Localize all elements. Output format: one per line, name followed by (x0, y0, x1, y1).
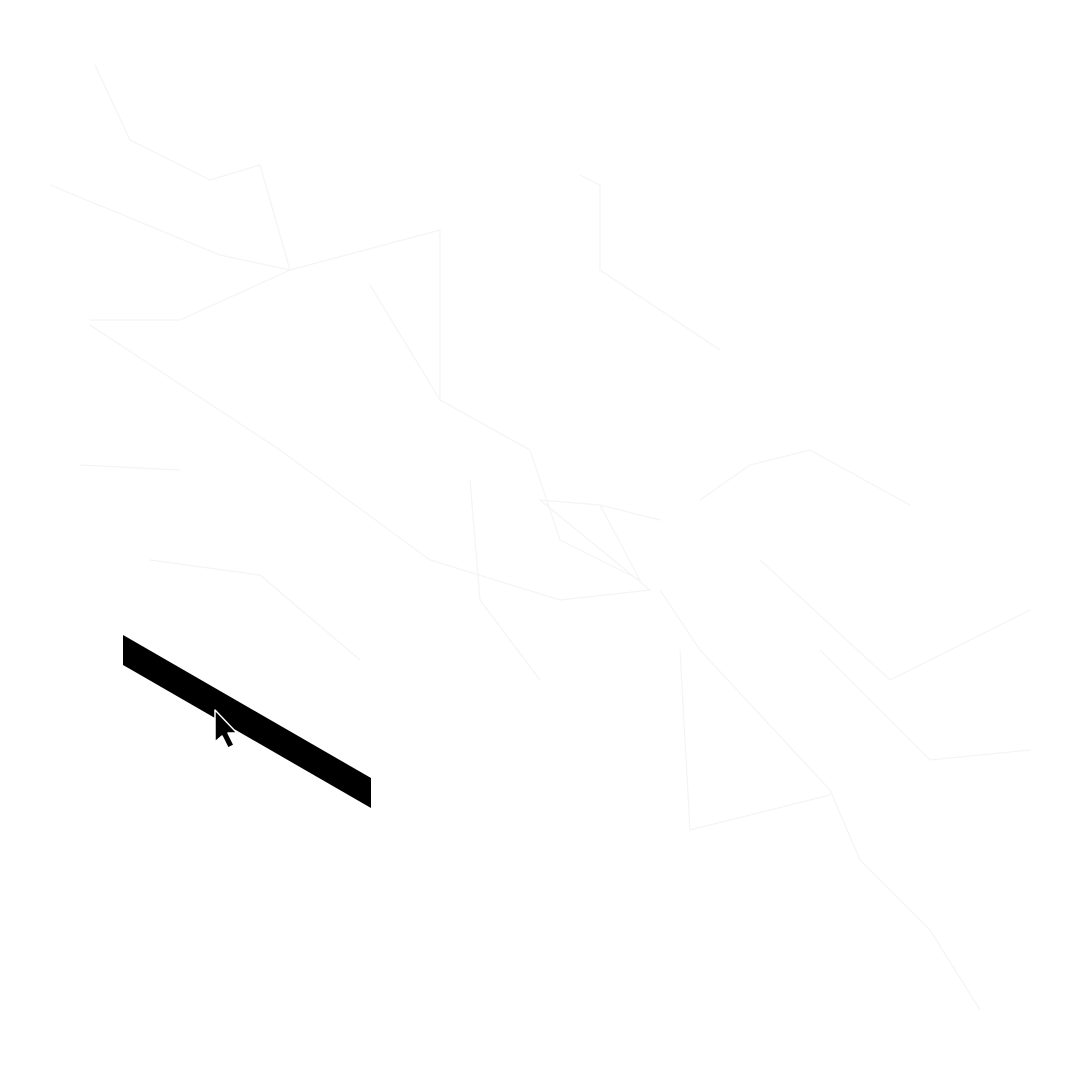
faint-sketch-lines (49, 64, 1031, 1011)
arrow-pointer-icon (214, 709, 238, 749)
isometric-bar-shape[interactable] (123, 635, 371, 808)
